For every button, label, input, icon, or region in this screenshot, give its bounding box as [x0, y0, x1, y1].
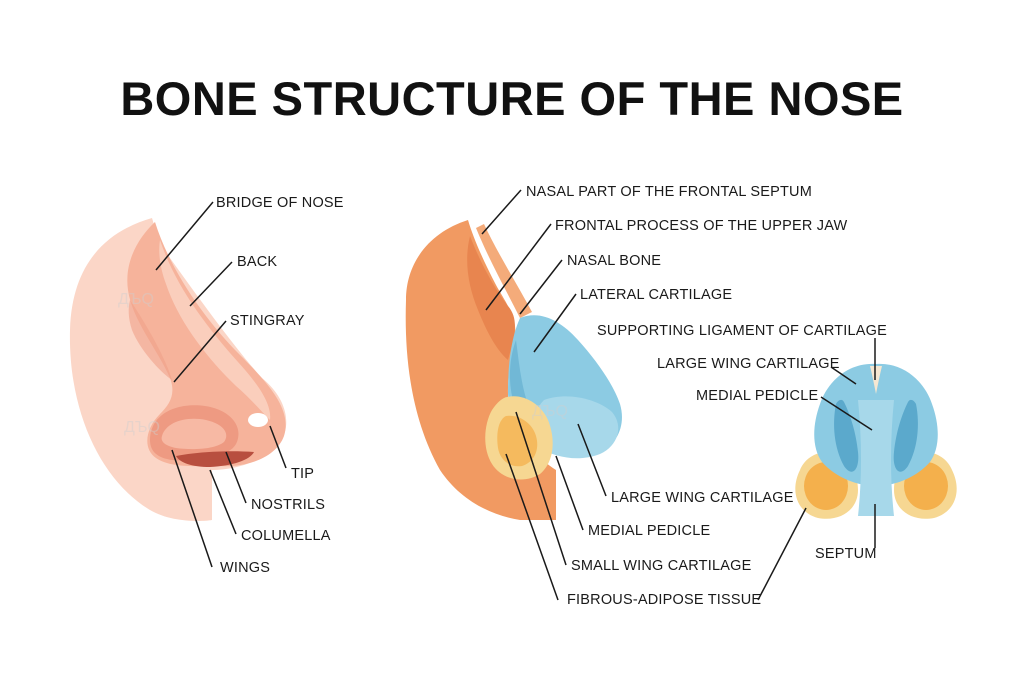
bottom-view-illustration: [795, 363, 957, 519]
label-columella: COLUMELLA: [241, 528, 331, 544]
external-nose-leaders: [155, 201, 287, 568]
label-supporting-ligament: SUPPORTING LIGAMENT OF CARTILAGE: [597, 323, 887, 339]
label-nasal-part-frontal-septum: NASAL PART OF THE FRONTAL SEPTUM: [526, 184, 812, 200]
bridge-highlight: [159, 240, 271, 420]
side-structure-illustration: [405, 220, 622, 520]
label-tip: TIP: [291, 466, 314, 482]
label-medial-pedicle-bottom: MEDIAL PEDICLE: [696, 388, 818, 404]
label-small-wing-cartilage: SMALL WING CARTILAGE: [571, 558, 752, 574]
bottom-left-nostril: [834, 399, 859, 472]
label-large-wing-cartilage-side: LARGE WING CARTILAGE: [611, 490, 794, 506]
frontal-process-shade: [467, 236, 515, 360]
label-stingray: STINGRAY: [230, 313, 305, 329]
label-lateral-cartilage: LATERAL CARTILAGE: [580, 287, 732, 303]
ala-inner: [161, 418, 227, 450]
label-back: BACK: [237, 254, 277, 270]
bottom-right-nostril: [893, 399, 918, 472]
watermark-left: ДЪQ: [118, 291, 154, 308]
nose-shading: [128, 300, 172, 380]
label-bridge-of-nose: BRIDGE OF NOSE: [216, 195, 344, 211]
external-nose-illustration: [69, 218, 287, 521]
large-wing-cartilage-side: [532, 396, 619, 459]
label-nostrils: NOSTRILS: [251, 497, 325, 513]
label-fibrous-adipose-tissue: FIBROUS-ADIPOSE TISSUE: [567, 592, 761, 608]
label-frontal-process-upper-jaw: FRONTAL PROCESS OF THE UPPER JAW: [555, 218, 848, 234]
nasal-bone: [476, 224, 532, 318]
label-large-wing-cartilage-bottom: LARGE WING CARTILAGE: [657, 356, 840, 372]
label-wings: WINGS: [220, 560, 270, 576]
watermark-left-lower: ДЪQ: [124, 419, 160, 436]
supporting-ligament: [870, 366, 882, 394]
tip-highlight: [248, 413, 268, 427]
nostril: [176, 451, 254, 467]
label-medial-pedicle-side: MEDIAL PEDICLE: [588, 523, 710, 539]
page-title: BONE STRUCTURE OF THE NOSE: [120, 72, 903, 125]
fibrous-tissue-inner: [497, 415, 538, 467]
watermark-middle: ДЪQ: [532, 403, 568, 420]
label-nasal-bone: NASAL BONE: [567, 253, 661, 269]
bottom-view-leaders: [757, 338, 876, 601]
cartilage-shade: [509, 340, 540, 432]
side-structure-leaders: [481, 189, 607, 601]
label-septum: SEPTUM: [815, 546, 877, 562]
bottom-columella: [858, 400, 894, 516]
